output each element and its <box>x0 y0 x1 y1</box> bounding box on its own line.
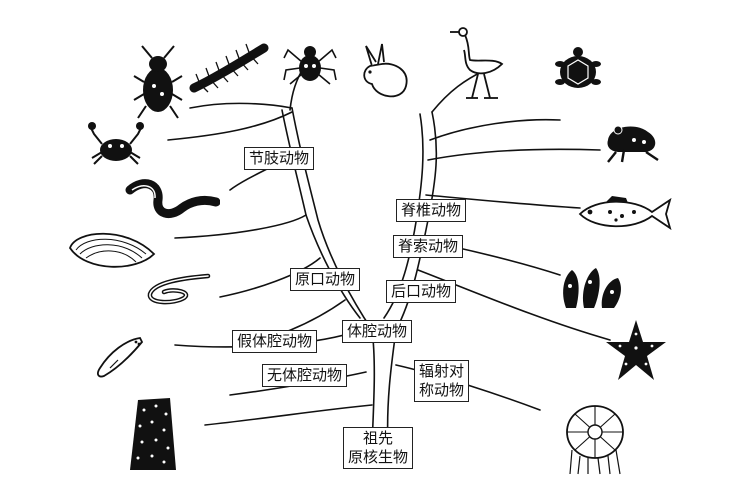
label-deuterostomes: 后口动物 <box>386 280 457 303</box>
beetle-icon <box>133 45 183 119</box>
starfish-icon <box>606 320 666 380</box>
label-ancestor-line2: 原核生物 <box>348 448 409 466</box>
label-chordates: 脊索动物 <box>393 235 464 258</box>
label-protostomes: 原口动物 <box>290 268 361 291</box>
egret-icon <box>450 27 504 99</box>
label-coelomates: 体腔动物 <box>342 320 413 343</box>
label-chordates-text: 脊索动物 <box>398 237 459 255</box>
sponge-icon <box>130 398 176 470</box>
label-radiata-line2: 称动物 <box>419 381 465 399</box>
label-protostomes-text: 原口动物 <box>295 270 356 288</box>
label-arthropods: 节肢动物 <box>244 147 315 170</box>
label-ancestor: 祖先 原核生物 <box>343 427 414 469</box>
label-deuterostomes-text: 后口动物 <box>391 282 452 300</box>
label-radiata-line1: 辐射对 <box>419 362 465 380</box>
label-acoelomates-text: 无体腔动物 <box>267 366 343 384</box>
label-coelomates-text: 体腔动物 <box>347 322 408 340</box>
roundworm-icon <box>147 273 211 305</box>
label-ancestor-line1: 祖先 <box>363 429 394 447</box>
sea-squirt-icon <box>563 268 621 308</box>
label-pseudocoelomates-text: 假体腔动物 <box>237 332 313 350</box>
turtle-icon <box>555 47 601 88</box>
label-radiata: 辐射对 称动物 <box>414 360 470 402</box>
label-vertebrates: 脊椎动物 <box>396 199 467 222</box>
jellyfish-icon <box>566 405 624 475</box>
label-pseudocoelomates: 假体腔动物 <box>232 330 318 353</box>
flatworm-icon <box>97 337 144 378</box>
label-vertebrates-text: 脊椎动物 <box>401 201 462 219</box>
label-arthropods-text: 节肢动物 <box>249 149 310 167</box>
spider-icon <box>283 46 337 85</box>
clam-icon <box>69 232 156 268</box>
centipede-icon <box>189 43 269 93</box>
fish-icon <box>578 196 672 231</box>
crab-icon <box>88 122 144 165</box>
frog-icon <box>607 125 659 163</box>
label-acoelomates: 无体腔动物 <box>262 364 348 387</box>
rabbit-icon <box>363 43 408 98</box>
earthworm-icon <box>125 179 220 219</box>
